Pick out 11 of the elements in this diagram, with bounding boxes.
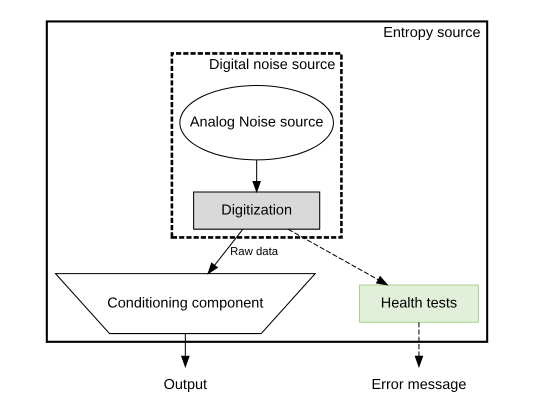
arrow (180, 333, 190, 368)
node-box: Digitization (192, 190, 320, 230)
arrow (206, 228, 242, 274)
arrow (414, 322, 423, 368)
node-box: Health tests (358, 284, 478, 322)
node-text: Output (163, 376, 207, 393)
arrow (288, 228, 388, 286)
edge-label: Raw data (230, 245, 278, 258)
node-ellipse: Analog Noise source (178, 84, 334, 160)
node-text: Error message (371, 376, 466, 393)
arrow (252, 160, 260, 193)
